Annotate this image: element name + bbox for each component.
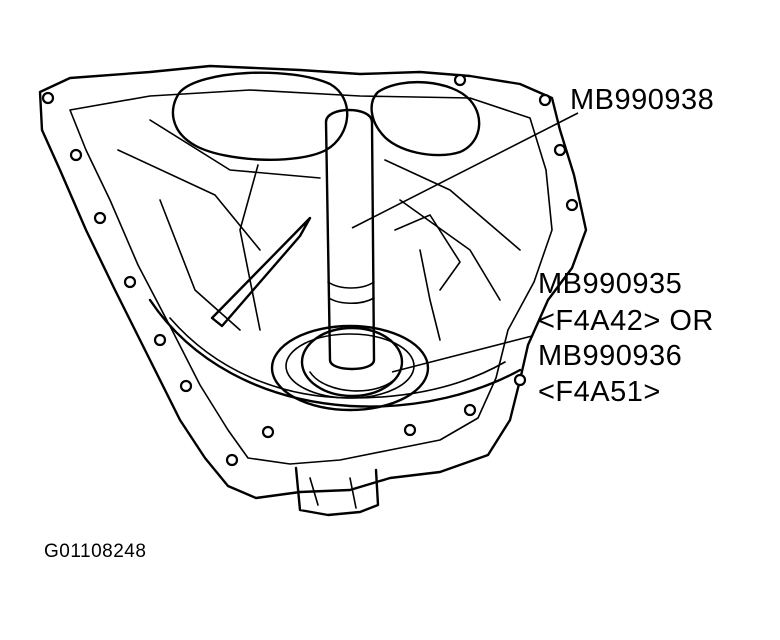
- bolt-hole: [69, 148, 83, 162]
- internal-rib-7: [419, 249, 441, 341]
- bolt-hole: [41, 91, 55, 105]
- installer-label-line-2: <F4A42> OR: [538, 305, 714, 337]
- installer-head-shade: [309, 371, 399, 392]
- lower-extension-detail: [309, 477, 357, 509]
- installer-label-line-4: <F4A51>: [538, 376, 661, 408]
- upper-right-bore: [370, 81, 481, 157]
- internal-rib-1: [117, 149, 261, 251]
- leader-line-tool-handle: [351, 112, 579, 229]
- upper-housing-opening: [171, 71, 349, 161]
- case-outer-flange: [38, 64, 588, 500]
- internal-rib-2: [149, 119, 321, 179]
- internal-rib-3: [384, 159, 521, 251]
- installer-head: [300, 326, 404, 398]
- tool-handle-band-2: [328, 297, 375, 305]
- bolt-hole: [261, 425, 275, 439]
- bolt-hole: [463, 403, 477, 417]
- tool-handle-band: [327, 281, 375, 289]
- installer-label-line-1: MB990935: [538, 268, 683, 300]
- bolt-hole: [553, 143, 567, 157]
- bolt-hole: [179, 379, 193, 393]
- bolt-hole: [453, 73, 467, 87]
- bolt-hole: [123, 275, 137, 289]
- bore-arc: [148, 298, 522, 408]
- bolt-hole: [93, 211, 107, 225]
- internal-rib-4: [399, 199, 501, 301]
- bolt-hole: [565, 198, 579, 212]
- case-inner-flange: [69, 89, 553, 465]
- bolt-hole: [153, 333, 167, 347]
- tool-handle-shaft: [324, 108, 376, 371]
- figure-id: G01108248: [44, 541, 147, 562]
- lower-extension-housing: [294, 466, 380, 517]
- bolt-hole: [513, 373, 527, 387]
- internal-rib-6: [239, 164, 261, 331]
- internal-web-right: [394, 214, 461, 291]
- bolt-hole: [538, 93, 552, 107]
- internal-web-left: [210, 216, 312, 328]
- bolt-hole: [403, 423, 417, 437]
- bearing-race-outer: [270, 324, 430, 412]
- tool-handle-label: MB990938: [570, 84, 715, 116]
- internal-rib-5: [159, 199, 241, 331]
- leader-line-installer: [391, 335, 533, 373]
- bolt-hole: [225, 453, 239, 467]
- installer-label-line-3: MB990936: [538, 340, 683, 372]
